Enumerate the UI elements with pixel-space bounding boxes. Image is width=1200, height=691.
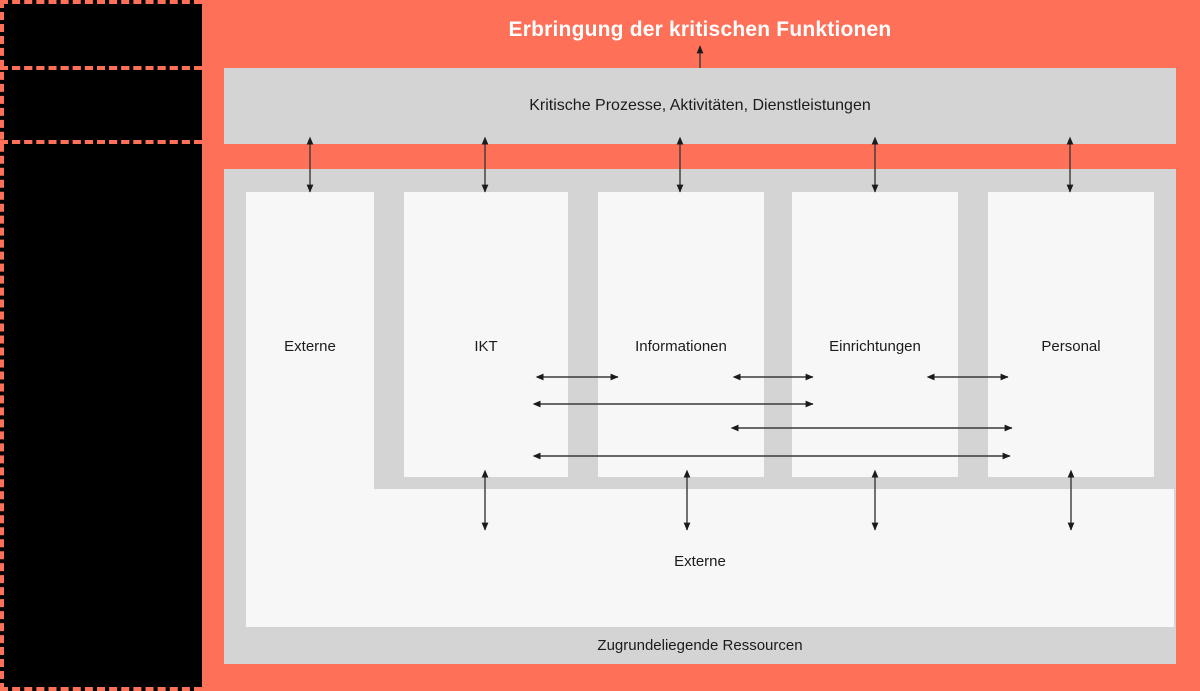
redacted-left-panel (0, 0, 202, 691)
redacted-band-1 (0, 0, 202, 70)
resource-label-personal: Personal (1041, 338, 1101, 355)
resource-box-informationen (598, 192, 764, 477)
redacted-band-2 (0, 66, 202, 144)
underlying-resources-caption: Zugrundeliegende Ressourcen (597, 637, 803, 654)
resource-box-ikt (404, 192, 568, 477)
redacted-band-3 (0, 140, 202, 691)
resource-box-einrichtungen (792, 192, 958, 477)
resource-box-personal (988, 192, 1154, 477)
resource-label-informationen: Informationen (635, 338, 727, 355)
redacted-left-edge (0, 0, 4, 691)
resource-label-einrichtungen: Einrichtungen (829, 338, 921, 355)
resource-box-externe-bottom (246, 489, 1174, 627)
page-title: Erbringung der kritischen Funktionen (508, 18, 892, 41)
resource-label-externe-left: Externe (284, 338, 336, 355)
critical-processes-label: Kritische Prozesse, Aktivitäten, Dienstl… (529, 97, 871, 114)
critical-processes-bar: Kritische Prozesse, Aktivitäten, Dienstl… (224, 68, 1176, 144)
resource-label-ikt: IKT (474, 338, 498, 355)
resource-label-externe-bottom: Externe (674, 553, 726, 570)
